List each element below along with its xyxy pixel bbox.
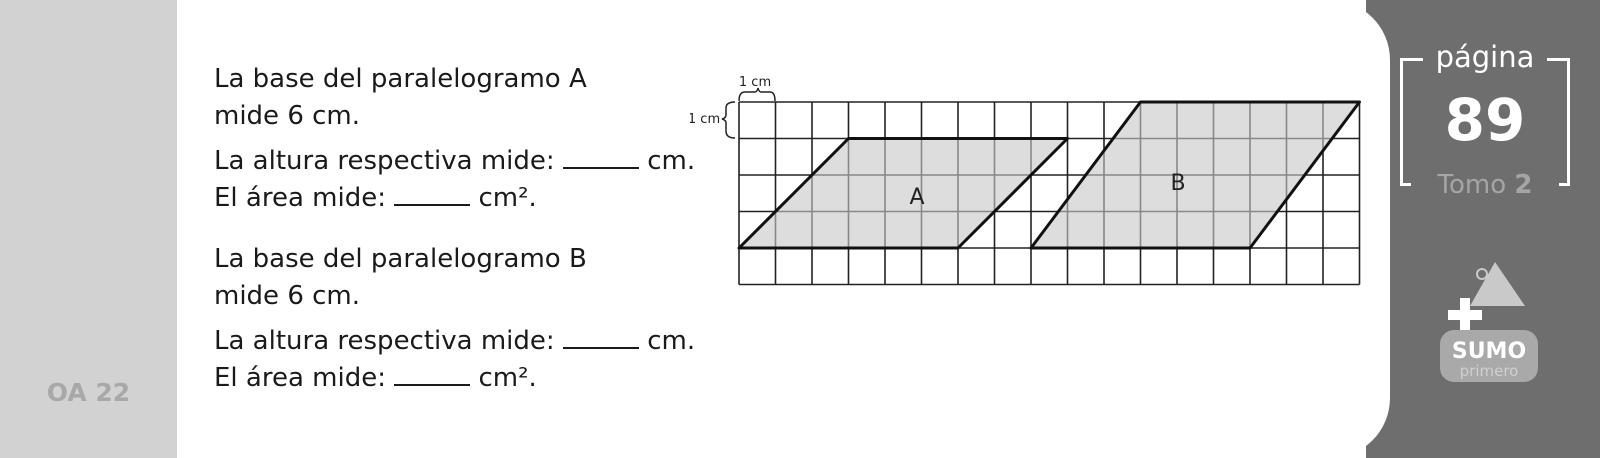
area-b-blank[interactable] bbox=[394, 362, 471, 386]
label-b: B bbox=[1170, 171, 1185, 196]
height-a-blank[interactable] bbox=[562, 145, 639, 169]
parallelogram-grid-diagram: 1 cm 1 cm A B bbox=[690, 75, 1361, 286]
left-band bbox=[0, 0, 177, 458]
unit-brace-left bbox=[721, 101, 736, 139]
content-corner bbox=[1300, 0, 1390, 458]
parallelogram-a-shade bbox=[739, 138, 1068, 248]
unit-label-left: 1 cm bbox=[690, 112, 720, 127]
question-a-base: La base del paralelogramo A mide 6 cm. bbox=[214, 64, 587, 131]
parallelogram-a-outline bbox=[737, 137, 1069, 250]
unit-brace-top bbox=[738, 87, 776, 102]
area-a-blank[interactable] bbox=[394, 182, 471, 206]
sumo-primero-logo: SUMO primero bbox=[1440, 262, 1538, 382]
grid-lines bbox=[738, 101, 1361, 286]
logo-text-primero: primero bbox=[1460, 362, 1519, 380]
logo-text-sumo: SUMO bbox=[1452, 339, 1526, 364]
parallelogram-b-outline bbox=[1029, 100, 1361, 250]
question-b-base: La base del paralelogramo B mide 6 cm. bbox=[214, 244, 587, 311]
page-label: página bbox=[1435, 40, 1535, 74]
question-b-area: El área mide: cm². bbox=[214, 362, 537, 393]
tomo-number: 2 bbox=[1514, 170, 1533, 200]
parallelogram-outlines bbox=[737, 100, 1361, 250]
question-b-height: La altura respectiva mide: cm. bbox=[214, 325, 696, 356]
page-number: 89 bbox=[1444, 86, 1526, 154]
tomo-label: Tomo 2 bbox=[1437, 170, 1533, 200]
question-a-height: La altura respectiva mide: cm. bbox=[214, 145, 696, 176]
label-a: A bbox=[909, 185, 924, 210]
question-a-area: El área mide: cm². bbox=[214, 182, 537, 213]
height-b-blank[interactable] bbox=[562, 325, 639, 349]
objective-code: OA 22 bbox=[46, 378, 131, 407]
unit-label-top: 1 cm bbox=[739, 75, 771, 90]
